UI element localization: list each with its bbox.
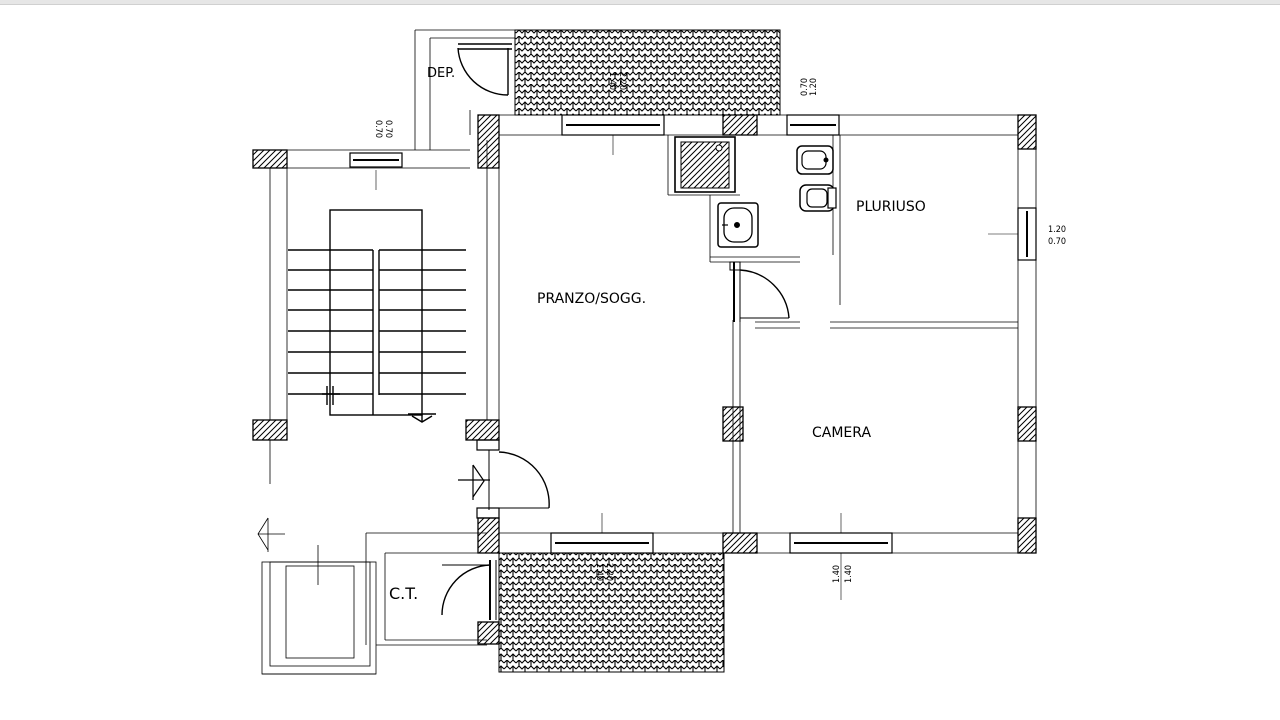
window-bottom-camera	[789, 513, 893, 600]
staircase	[288, 209, 466, 423]
door-ct	[441, 560, 497, 620]
window-top-strip	[0, 0, 1280, 5]
dim-top-left-window-w: 0.70	[383, 120, 393, 138]
shower-tray	[674, 136, 736, 193]
dim-top-right-window-h: 0.70	[800, 78, 810, 96]
dim-right-window-w: 1.20	[1048, 225, 1066, 235]
window-bottom-pranzo	[550, 513, 654, 554]
window-top-pranzo	[561, 114, 665, 155]
door-entrance	[458, 439, 550, 519]
doors	[441, 43, 790, 620]
bidet	[796, 145, 834, 175]
window-top-pluriuso	[786, 114, 840, 136]
dim-bottom-terrace-window: 2.20 1.40	[594, 563, 614, 581]
dim-bottom-right-window-h: 1.40	[832, 565, 842, 583]
dim-top-terrace-window-h: 1.40	[607, 72, 617, 90]
dim-top-left-window-h: 0.70	[373, 120, 383, 138]
dim-right-window: 1.20 0.70	[1048, 225, 1066, 247]
dim-right-window-h: 0.70	[1048, 237, 1066, 247]
dim-top-terrace-window: 2.20 1.40	[607, 72, 627, 90]
dim-top-terrace-window-w: 2.20	[617, 72, 627, 90]
windows	[349, 114, 1037, 600]
door-deposito	[457, 43, 512, 96]
dim-top-right-window: 1.20 0.70	[800, 78, 819, 96]
dim-top-left-window: 0.70 0.70	[373, 120, 393, 138]
room-label-dep: DEP.	[427, 66, 455, 81]
window-right-pluriuso	[988, 207, 1037, 261]
room-label-pluriuso: PLURIUSO	[856, 199, 926, 215]
washbasin	[717, 202, 759, 248]
room-label-camera: CAMERA	[812, 425, 871, 441]
dim-bottom-terrace-window-h: 1.40	[594, 563, 604, 581]
door-bathroom	[729, 261, 790, 322]
dim-bottom-terrace-window-w: 2.20	[604, 563, 614, 581]
bathroom-fixtures	[674, 136, 837, 248]
room-label-ct: C.T.	[389, 584, 418, 603]
dim-bottom-right-window-w: 1.40	[844, 565, 854, 583]
window-stair	[349, 152, 403, 190]
terrace-top	[514, 29, 781, 116]
terrace-bottom	[498, 552, 725, 673]
dim-top-right-window-w: 1.20	[809, 78, 819, 96]
dim-bottom-right-window: 1.40 1.40	[832, 565, 854, 583]
toilet	[799, 184, 837, 212]
room-label-pranzo: PRANZO/SOGG.	[537, 291, 646, 307]
